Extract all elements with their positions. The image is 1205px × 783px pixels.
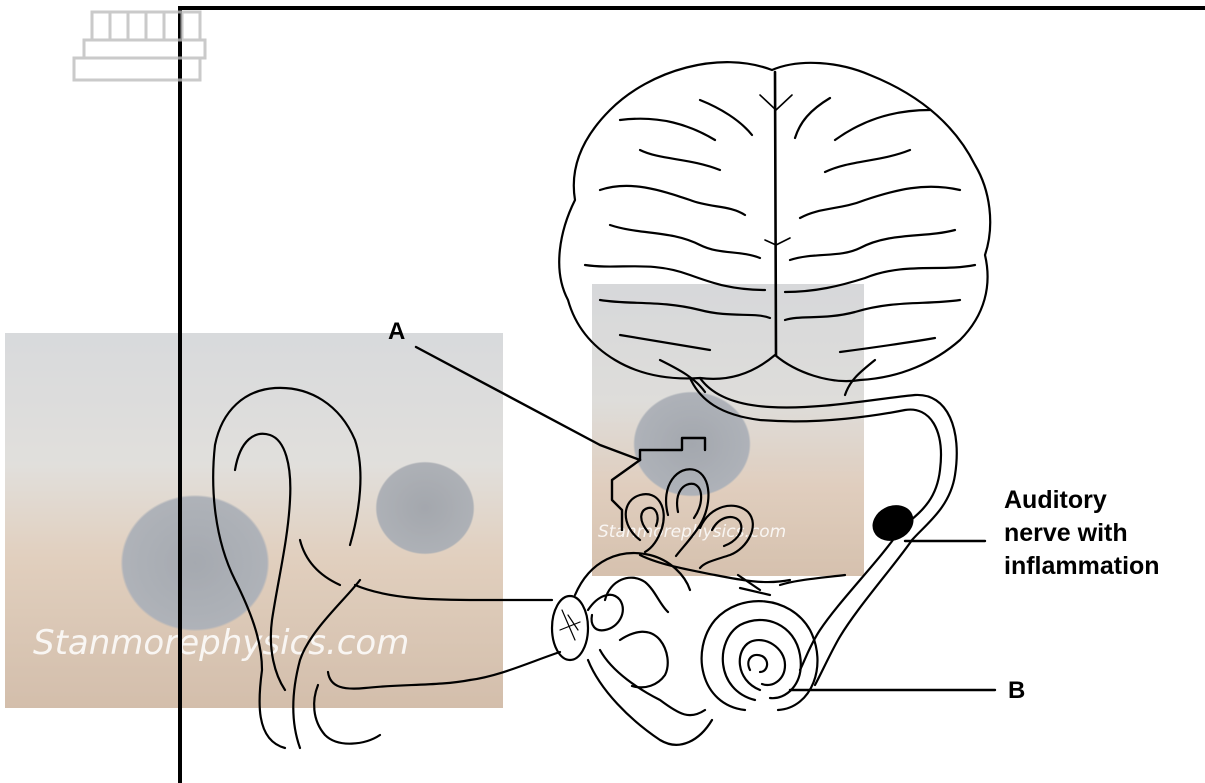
bracket-a-top [640, 438, 705, 460]
inflamed-nerve-mark [868, 500, 918, 546]
label-a: A [388, 318, 405, 346]
outer-ear-outline [213, 388, 470, 748]
auditory-nerve-path [690, 378, 957, 685]
label-b: B [1008, 677, 1025, 705]
label-nerve-line-1: Auditory [1004, 484, 1160, 517]
pointer-line-a [416, 347, 640, 460]
brain-outline [559, 62, 990, 395]
label-nerve-line-3: inflammation [1004, 550, 1160, 583]
label-nerve-line-2: nerve with [1004, 517, 1160, 550]
ear-canal [355, 585, 560, 680]
semicircular-canals [626, 469, 790, 582]
faded-logo-icon [74, 12, 205, 80]
label-auditory-nerve: Auditory nerve with inflammation [1004, 484, 1160, 583]
middle-ear [552, 553, 712, 745]
